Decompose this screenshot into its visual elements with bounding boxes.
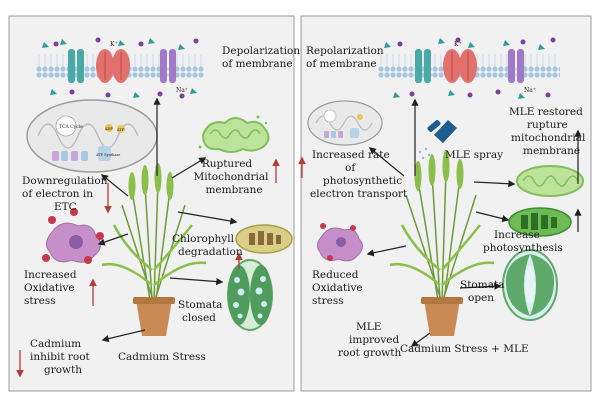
label-mle-root-1: MLE xyxy=(356,321,381,333)
mito-atpsynthase-label: ATP Synthase xyxy=(95,153,120,157)
label-mle-spray: MLE spray xyxy=(445,149,503,161)
label-photo-rate-4: electron transport xyxy=(310,188,408,200)
arrows-right xyxy=(366,98,582,347)
label-repolarization-2: of membrane xyxy=(306,58,377,70)
label-depolarization-1: Depolarization xyxy=(222,45,300,57)
mito-atp-label: ATP xyxy=(116,128,125,132)
ions-left xyxy=(42,38,197,98)
label-stomata-closed-2: closed xyxy=(182,312,216,324)
label-reduced-oxidative-2: Oxidative xyxy=(312,282,363,294)
plant-left xyxy=(101,163,207,336)
label-reduced-oxidative-1: Reduced xyxy=(312,269,359,281)
ros-increased xyxy=(42,208,104,264)
ion-k-left: K⁺ xyxy=(110,41,118,48)
label-root-3: growth xyxy=(44,364,82,376)
channel-teal-right xyxy=(415,49,431,83)
label-restored-2: rupture xyxy=(527,119,568,131)
channel-purple-right xyxy=(508,49,524,83)
label-photo-rate-1: Increased rate xyxy=(312,149,390,161)
channel-red-right xyxy=(443,49,477,83)
membrane-right xyxy=(378,37,560,99)
chloroplast-degraded xyxy=(235,224,293,254)
red-arrows xyxy=(16,156,306,378)
label-oxidative-2: Oxidative xyxy=(24,282,75,294)
channel-teal-left xyxy=(68,49,84,83)
mito-adp-label: ADP xyxy=(104,127,113,131)
ion-na-left: Na⁺ xyxy=(176,87,188,94)
label-restored-1: MLE restored xyxy=(509,106,583,118)
spray-bottle-icon xyxy=(418,120,457,160)
labels: Depolarization of membrane Downregulatio… xyxy=(22,41,586,376)
label-mle-root-3: root growth xyxy=(338,347,401,359)
mitochondrion-etc-right xyxy=(307,100,383,146)
label-root-1: Cadmium xyxy=(30,338,81,350)
label-oxidative-3: stress xyxy=(24,295,56,307)
label-cadmium-stress: Cadmium Stress xyxy=(118,351,206,363)
label-stomata-open-1: Stomata xyxy=(460,279,504,291)
label-restored-4: membrane xyxy=(523,145,580,157)
stomata-closed xyxy=(227,259,273,331)
label-ruptured-1: Ruptured xyxy=(202,158,253,170)
ruptured-mitochondrion xyxy=(198,115,270,153)
label-root-2: inhibit root xyxy=(30,351,91,363)
restored-mitochondrion xyxy=(516,165,584,197)
ion-k-right: K⁺ xyxy=(454,41,462,48)
mito-tca-label: TCA Cycle xyxy=(59,124,83,130)
label-photosynthesis-2: photosynthesis xyxy=(483,242,563,254)
label-photosynthesis-1: Increase xyxy=(494,229,540,241)
arrows-left xyxy=(97,97,238,343)
mitochondrion-etc-left xyxy=(26,99,158,173)
channel-red-left xyxy=(96,49,130,83)
label-depolarization-2: of membrane xyxy=(222,58,293,70)
label-ruptured-3: membrane xyxy=(205,184,262,196)
label-repolarization-1: Repolarization xyxy=(306,45,384,57)
label-chlorophyll-2: degradation xyxy=(178,246,243,258)
label-ruptured-2: Mitochondrial xyxy=(193,171,269,183)
label-downregulation-3: ETC xyxy=(54,201,77,213)
stomata-open xyxy=(502,249,558,321)
label-chlorophyll-1: Chlorophyll xyxy=(172,233,235,245)
label-photo-rate-3: photosynthetic xyxy=(323,175,402,187)
plant-right xyxy=(389,150,495,336)
label-downregulation-2: of electron in xyxy=(22,188,93,200)
ros-reduced xyxy=(316,223,363,262)
ion-na-right: Na⁺ xyxy=(524,87,536,94)
label-stomata-open-2: open xyxy=(468,292,494,304)
label-stomata-closed-1: Stomata xyxy=(178,299,222,311)
channel-purple-left xyxy=(160,49,176,83)
label-cadmium-mle: Cadmium Stress + MLE xyxy=(400,343,529,355)
label-reduced-oxidative-3: stress xyxy=(312,295,344,307)
label-oxidative-1: Increased xyxy=(24,269,77,281)
label-downregulation-1: Downregulation xyxy=(22,175,108,187)
chloroplast-healthy xyxy=(508,207,572,237)
label-restored-3: mitochondrial xyxy=(511,132,586,144)
label-photo-rate-2: of xyxy=(345,162,356,174)
membrane-left xyxy=(36,37,204,99)
label-mle-root-2: improved xyxy=(349,334,400,346)
